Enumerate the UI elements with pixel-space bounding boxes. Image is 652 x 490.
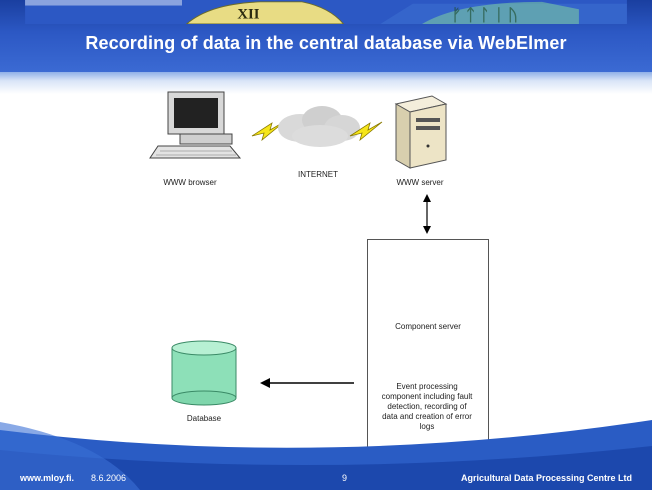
www-server-label: WWW server (396, 178, 444, 187)
www-server-tower-icon (394, 95, 448, 169)
cloud-icon (278, 106, 360, 147)
footer-website: www.mloy.fi. (20, 473, 75, 483)
desktop-computer-icon (149, 91, 242, 159)
header-banner-decoration: XII ᚠ ᛏ ᛚ ᛁ ᚢ (25, 0, 627, 24)
footer-page-number: 9 (342, 473, 348, 483)
database-cylinder-icon (171, 340, 237, 406)
database-label: Database (186, 414, 222, 423)
bidirectional-arrow (423, 194, 431, 234)
header-gradient-band (0, 72, 652, 94)
arrow-to-database (260, 378, 354, 388)
event-component-label: Event processing component including fau… (370, 382, 484, 432)
slide-footer: www.mloy.fi. 8.6.2006 9 Agricultural Dat… (0, 400, 652, 490)
www-browser-label: WWW browser (163, 178, 217, 187)
header-banner-text: XII (237, 6, 259, 22)
event-label-line: data and creation of error (382, 412, 472, 421)
svg-text:ᚠ ᛏ ᛚ ᛁ ᚢ: ᚠ ᛏ ᛚ ᛁ ᚢ (452, 5, 518, 24)
connection-bolt-icon (349, 121, 383, 142)
footer-date: 8.6.2006 (91, 473, 127, 483)
internet-label: INTERNET (298, 170, 338, 179)
event-label-line: detection, recording of (387, 402, 467, 411)
slide-title: Recording of data in the central databas… (85, 33, 567, 53)
event-label-line: component including fault (381, 392, 473, 401)
component-server-label: Component server (395, 322, 461, 331)
footer-company: Agricultural Data Processing Centre Ltd (461, 473, 633, 483)
event-label-line: Event processing (396, 382, 458, 391)
slide-header: XII ᚠ ᛏ ᛚ ᛁ ᚢ Recording of data in the c… (0, 0, 652, 72)
event-label-line: logs (419, 422, 435, 431)
